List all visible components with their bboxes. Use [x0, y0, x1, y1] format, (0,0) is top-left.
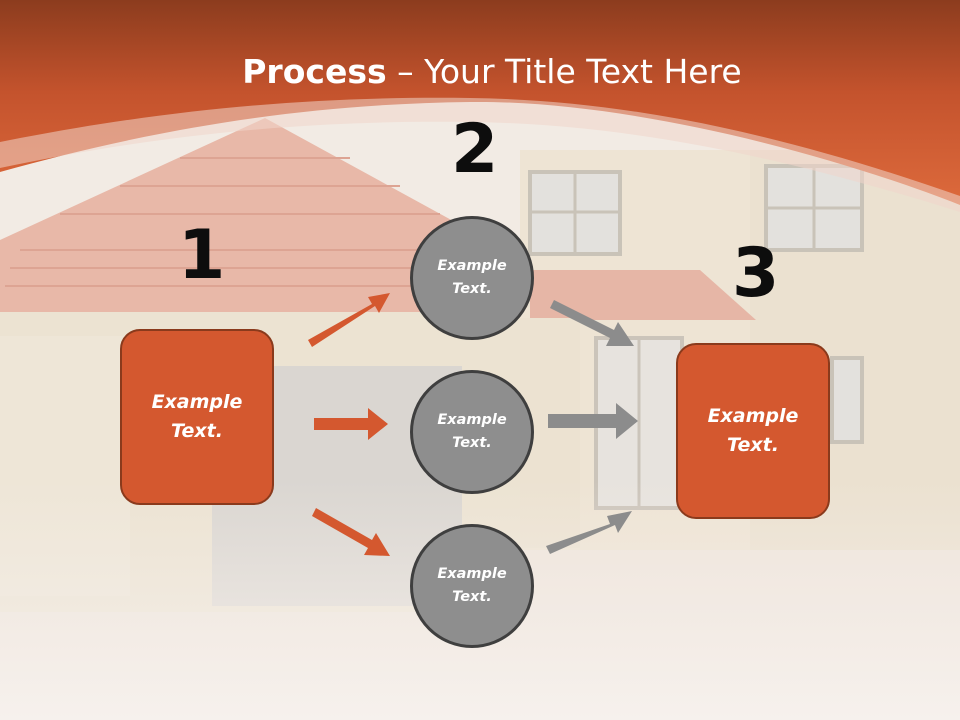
step-number-3: 3 — [732, 234, 780, 313]
step-2-circle-top: Example Text. — [410, 216, 534, 340]
step-3-text: Example Text. — [707, 405, 799, 456]
circle-middle-text: Example Text. — [437, 412, 507, 451]
orange-arrow-mid — [314, 408, 388, 440]
title-bold: Process — [242, 52, 387, 91]
step-1-text: Example Text. — [151, 391, 243, 442]
gray-arrow-up — [546, 511, 632, 554]
step-number-2: 2 — [451, 110, 499, 189]
step-2-circle-bottom: Example Text. — [410, 524, 534, 648]
step-2-circle-middle: Example Text. — [410, 370, 534, 494]
step-number-1: 1 — [178, 216, 226, 295]
orange-arrow-down — [312, 508, 390, 556]
gray-arrow-mid — [548, 403, 638, 439]
step-1-box: Example Text. — [120, 329, 274, 505]
orange-arrow-up — [308, 293, 390, 347]
circle-top-text: Example Text. — [437, 258, 507, 297]
gray-arrow-down — [550, 300, 634, 346]
slide-title: Process – Your Title Text Here — [0, 52, 960, 91]
circle-bottom-text: Example Text. — [437, 566, 507, 605]
step-3-box: Example Text. — [676, 343, 830, 519]
title-rest: – Your Title Text Here — [386, 52, 742, 91]
